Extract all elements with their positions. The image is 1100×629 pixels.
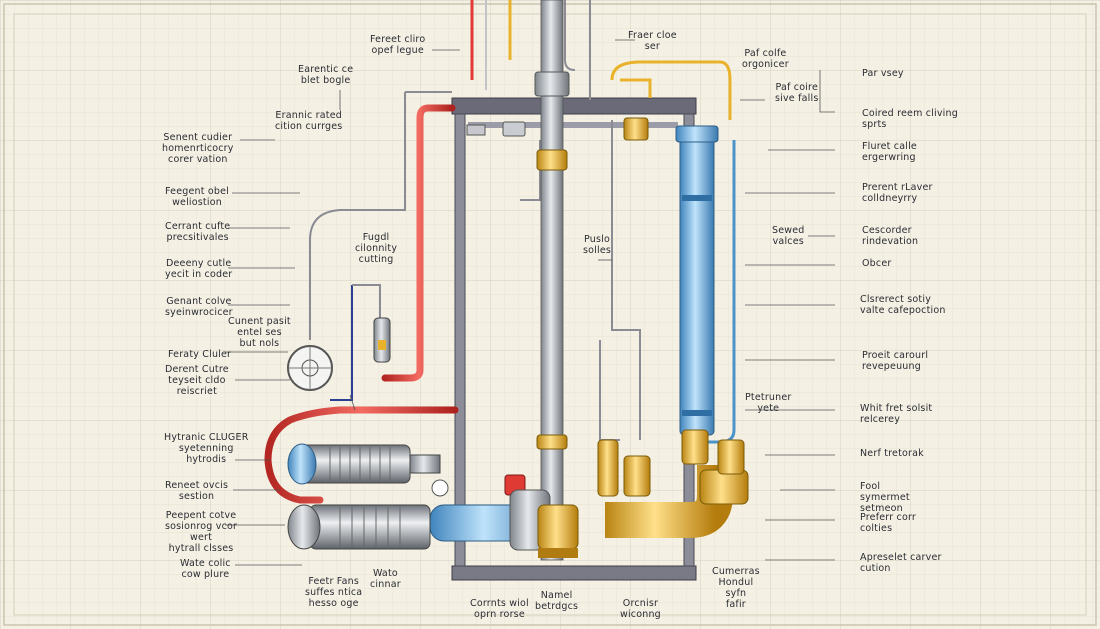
label-left-9: Derent Cutre teyseit cldo reiscriet xyxy=(165,364,229,397)
label-left-8: Feraty Cluler xyxy=(168,349,232,360)
label-left-1: Earentic ce blet bogle xyxy=(298,64,354,86)
label-right-12: Whit fret solsit relcerey xyxy=(860,403,933,425)
label-bottom-3: Corrnts wiol oprn rorse xyxy=(470,598,529,620)
motor-upper xyxy=(287,443,441,485)
label-right-13: Nerf tretorak xyxy=(860,448,924,459)
label-left-11: Reneet ovcis sestion xyxy=(165,480,229,502)
small-dial xyxy=(431,479,449,497)
label-right-10: Proeit carourl revepeuung xyxy=(862,350,929,372)
label-top-1: Fereet cliro opef legue xyxy=(370,34,426,56)
label-left-12: Peepent cotve sosionrog vcor wert hytral… xyxy=(165,510,238,554)
label-inner-3: Puslo solles xyxy=(583,234,612,256)
label-left-4: Feegent obel weliostion xyxy=(165,186,230,208)
label-bottom-1: Feetr Fans suffes ntica hesso oge xyxy=(305,576,363,609)
gold-elbow-assembly xyxy=(605,429,749,538)
label-right-11: Ptetruner yete xyxy=(745,392,792,414)
leader-lines xyxy=(225,39,835,566)
central-pump xyxy=(429,489,579,558)
label-right-7: Cescorder rindevation xyxy=(862,225,919,247)
label-right-9: Clsrerect sotiy valte cafepoction xyxy=(860,294,946,316)
label-right-3: Coired reem cliving sprts xyxy=(862,108,958,130)
label-bottom-5: Orcnisr wiconng xyxy=(620,598,661,620)
inline-sensor xyxy=(373,317,391,363)
label-right-2: Par vsey xyxy=(862,68,904,79)
gold-riser xyxy=(597,117,651,497)
label-bottom-6: Cumerras Hondul syfn fafir xyxy=(712,566,760,610)
label-right-16: Apreselet carver cution xyxy=(860,552,942,574)
label-right-8: Obcer xyxy=(862,258,892,269)
label-inner-1: Fugdl cilonnity cutting xyxy=(355,232,398,265)
label-top-2: Fraer cloe ser xyxy=(628,30,677,52)
label-left-7: Genant colve syeinwrocicer xyxy=(165,296,233,318)
label-left-3: Senent cudier homenrticocry corer vation xyxy=(162,132,234,165)
label-right-14: Fool symermet setmeon xyxy=(860,481,910,514)
label-left-2: Erannic rated cition currges xyxy=(275,110,343,132)
label-right-6: Sewed valces xyxy=(772,225,805,247)
label-right-15: Preferr corr colties xyxy=(860,512,917,534)
label-left-6: Deeeny cutle yecit in coder xyxy=(165,258,233,280)
label-inner-2: Cunent pasit entel ses but nols xyxy=(228,316,291,349)
label-top-3: Paf colfe orgonicer xyxy=(742,48,789,70)
blue-column-tank xyxy=(675,125,719,436)
motor-lower xyxy=(287,504,431,550)
label-left-5: Cerrant cufte precsitivales xyxy=(165,221,231,243)
label-right-5: Prerent rLaver colldneyrry xyxy=(862,182,933,204)
label-left-10: Hytranic CLUGER syetenning hytrodis xyxy=(164,432,249,465)
label-bottom-4: Namel betrdgcs xyxy=(535,590,579,612)
steel-riser xyxy=(534,0,570,561)
label-right-4: Fluret calle ergerwring xyxy=(862,141,917,163)
label-left-13: Wate colic cow plure xyxy=(180,558,231,580)
pressure-gauge xyxy=(287,345,333,391)
label-right-1: Paf coire sive falls xyxy=(775,82,819,104)
label-bottom-2: Wato cinnar xyxy=(370,568,401,590)
